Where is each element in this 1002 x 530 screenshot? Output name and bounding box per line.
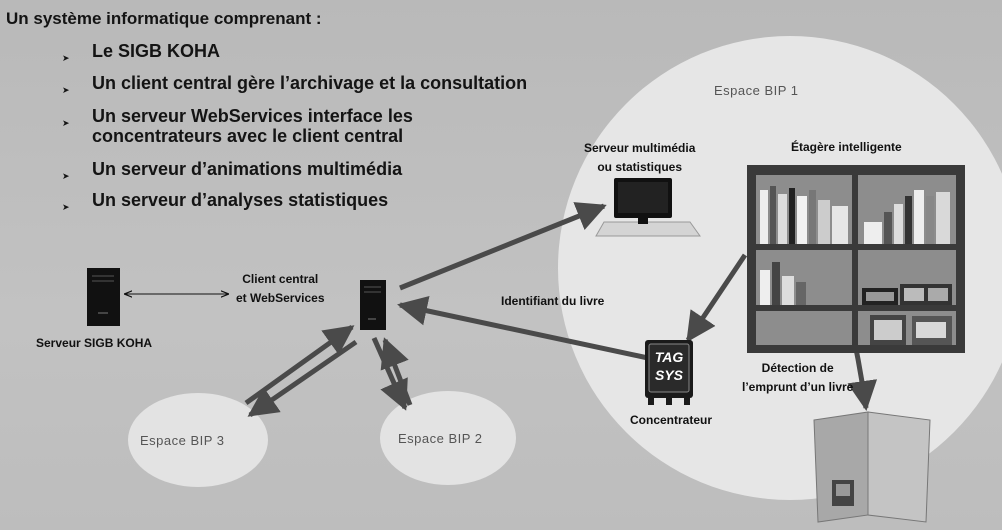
multimedia-server-label-line2: ou statistiques — [597, 160, 683, 174]
bullet-text: concentrateurs avec le client central — [92, 126, 404, 146]
arrow-bullet-icon: ➤ — [62, 202, 70, 212]
book-id-label: Identifiant du livre — [501, 294, 605, 308]
bip2-circle — [380, 391, 516, 485]
arrow-bullet-icon: ➤ — [62, 85, 70, 95]
tag-logo-bottom: SYS — [655, 367, 684, 383]
arrow-bullet-icon: ➤ — [62, 118, 70, 128]
bip3-to-central-arrow — [244, 324, 355, 406]
detection-label: Détection de l’emprunt d’un livre — [742, 359, 853, 397]
concentrator-label: Concentrateur — [630, 413, 713, 427]
detection-label-line2: l’emprunt d’un livre — [742, 380, 854, 394]
bullet-text: Un client central gère l’archivage et la… — [92, 73, 528, 93]
bip3-circle — [128, 393, 268, 487]
central-client-label-line1: Client central — [242, 272, 319, 286]
bip2-label: Espace BIP 2 — [398, 431, 483, 446]
central-to-bip3-arrow — [247, 339, 358, 418]
central-to-multimedia-arrow — [399, 202, 607, 291]
bip3-label: Espace BIP 3 — [140, 433, 225, 448]
arrow-bullet-icon: ➤ — [62, 171, 70, 181]
central-server-icon — [360, 280, 386, 330]
central-to-bip2-arrow — [371, 336, 408, 411]
page-title: Un système informatique comprenant : — [6, 9, 322, 28]
concentrator-to-central-arrow — [397, 295, 649, 361]
concentrator-device: TAG SYS — [645, 340, 693, 405]
shelf-to-concentrator-arrow — [685, 253, 748, 343]
monitor-icon — [595, 178, 701, 237]
koha-server-icon — [87, 268, 120, 326]
bip2-to-central-arrow — [380, 337, 413, 406]
central-client-label-line2: et WebServices — [236, 291, 325, 305]
book-icon — [813, 411, 931, 523]
central-client-label: Client central et WebServices — [236, 270, 325, 308]
detection-label-line1: Détection de — [761, 361, 834, 375]
bullet-text: Un serveur WebServices interface les — [92, 106, 413, 126]
multimedia-server-label-line1: Serveur multimédia — [584, 141, 696, 155]
bullet-text: Un serveur d’analyses statistiques — [92, 190, 389, 210]
smart-shelf-label: Étagère intelligente — [791, 140, 902, 154]
bullet-text: Un serveur d’animations multimédia — [92, 159, 403, 179]
bullet-text: Le SIGB KOHA — [92, 41, 221, 61]
smart-shelf-icon — [747, 165, 965, 353]
tag-logo-top: TAG — [655, 349, 684, 365]
multimedia-server-label: Serveur multimédia ou statistiques — [584, 139, 695, 177]
arrow-bullet-icon: ➤ — [62, 53, 70, 63]
bip1-label: Espace BIP 1 — [714, 83, 799, 98]
koha-server-label: Serveur SIGB KOHA — [36, 336, 153, 350]
